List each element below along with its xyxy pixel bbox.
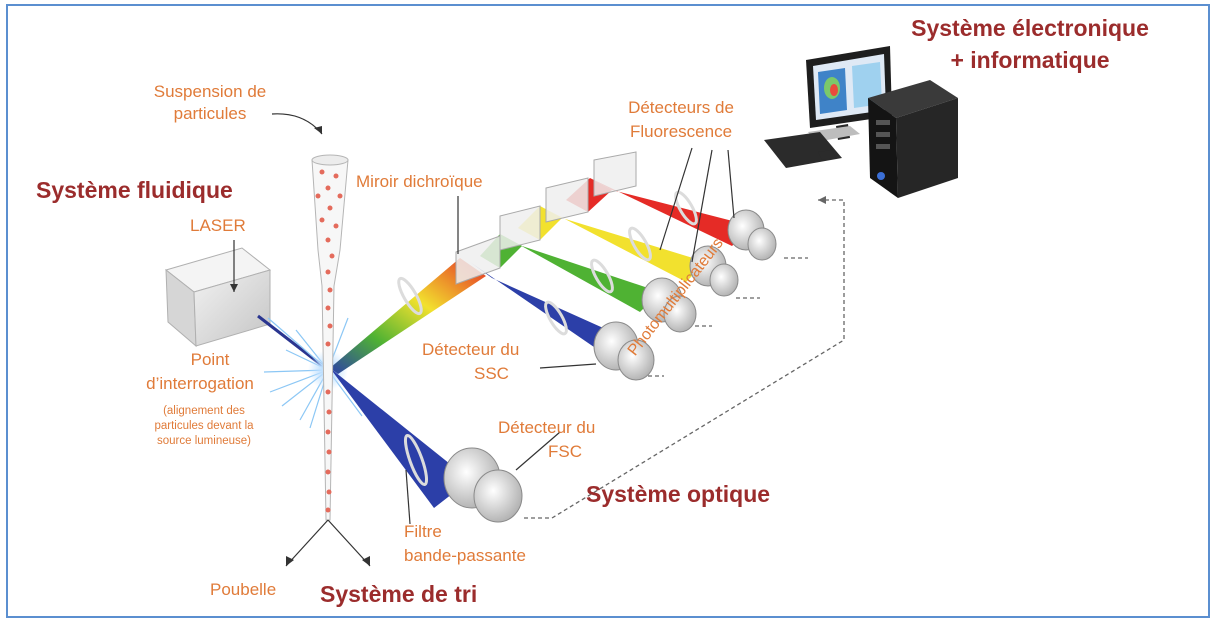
green-beam	[500, 234, 660, 312]
signal-lines	[524, 199, 845, 519]
sorting-system-title: Système de tri	[320, 581, 478, 607]
laser-box-icon	[164, 247, 272, 348]
trash-label: Poubelle	[210, 580, 277, 599]
suspension-label-1: Suspension de	[153, 82, 267, 101]
suspension-label-2: particules	[173, 104, 247, 123]
red-beam	[590, 178, 752, 246]
bandpass-filter-label-1: Filtre	[404, 522, 442, 541]
leader-lines	[233, 113, 735, 567]
ssc-beam	[470, 262, 630, 358]
yellow-beam	[540, 206, 706, 282]
ssc-detector-label-2: SSC	[474, 364, 509, 383]
computer-icon	[764, 46, 958, 198]
particles	[315, 169, 343, 513]
bandpass-filter-icon	[403, 433, 429, 487]
fsc-detector-label-2: FSC	[548, 442, 582, 461]
optical-system-title: Système optique	[586, 481, 771, 507]
dichroic-mirror-label: Miroir dichroïque	[356, 172, 483, 191]
electronic-system-subtitle: + informatique	[950, 47, 1110, 73]
flow-nozzle-icon	[311, 154, 349, 521]
dichroic-mirror-icon	[455, 151, 637, 285]
interrogation-note-2: particules devant la	[154, 420, 254, 432]
interrogation-note-1: (alignement des	[163, 405, 245, 417]
laser-label: LASER	[190, 216, 246, 235]
fsc-beam	[330, 368, 470, 508]
interrogation-point-label-2: d’interrogation	[146, 374, 254, 393]
fluorescence-detectors-label-2: Fluorescence	[629, 122, 733, 141]
arrowheads	[230, 126, 370, 566]
interrogation-point-label-1: Point	[190, 350, 230, 369]
scattered-beam	[330, 258, 486, 374]
ssc-detector-label-1: Détecteur du	[422, 340, 520, 359]
fsc-detector-label-1: Détecteur du	[498, 418, 596, 437]
fluorescence-detectors-label-1: Détecteurs de	[628, 98, 734, 117]
filters	[397, 190, 698, 336]
interrogation-note-3: source lumineuse)	[157, 435, 251, 447]
detector-icon	[443, 209, 777, 523]
fluidic-system-title: Système fluidique	[36, 177, 233, 203]
electronic-system-title: Système électronique	[911, 15, 1149, 41]
bandpass-filter-label-2: bande-passante	[404, 546, 526, 565]
